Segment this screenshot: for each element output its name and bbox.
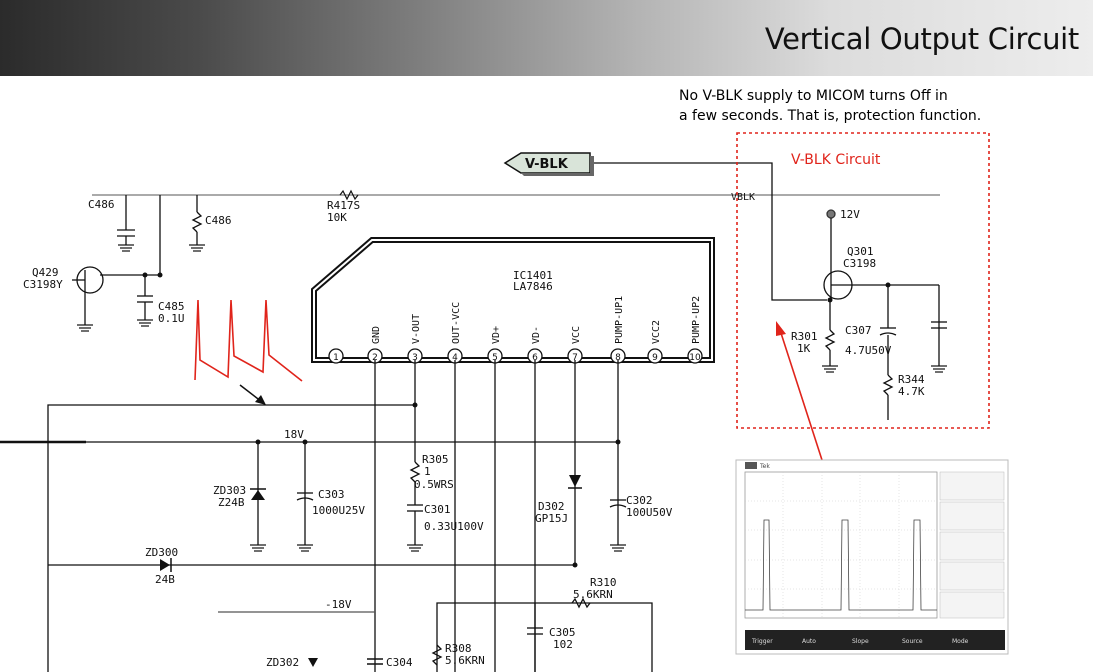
ic-pin-1: [328, 348, 344, 364]
ic-pin-name-4: OUT-VCC: [451, 302, 462, 344]
label-r417-value: 10K: [327, 211, 347, 224]
scope-footer-cell: Mode: [952, 638, 969, 645]
ic-body: IC1401 LA7846: [311, 237, 715, 363]
ic-pin-number-7: 7: [572, 353, 578, 363]
ic-ref: IC1401: [513, 269, 553, 282]
ic-pin-number-9: 9: [652, 353, 658, 363]
label-c302-value: 100U50V: [626, 506, 673, 519]
label-d302-value: GP15J: [535, 512, 568, 525]
label-c303-value: 1000U25V: [312, 504, 365, 517]
ic-pin-number-5: 5: [492, 353, 498, 363]
label-zd300: ZD300: [145, 546, 178, 559]
d302-diode: [569, 475, 581, 487]
ic-pin-number-1: 1: [333, 353, 339, 363]
label-q429: Q429: [32, 266, 59, 279]
scope-footer-cell: Auto: [802, 638, 816, 645]
label-r305-value-1: 1: [424, 465, 431, 478]
label-c486a: C486: [88, 198, 115, 211]
label-zd302: ZD302: [266, 656, 299, 669]
label-q301: Q301: [847, 245, 874, 258]
ic-pins: 1 2 GND 3 V-OUT 4 OUT-VCC 5 VD+ 6 VD- 7 VCC 8 PUMP-UP1…: [328, 296, 703, 364]
ic-pin-number-3: 3: [412, 353, 418, 363]
scope-footer-cell: Slope: [852, 638, 869, 645]
label-c303: C303: [318, 488, 345, 501]
ic-pin-name-8: PUMP-UP1: [614, 296, 625, 344]
ic-pin-number-8: 8: [615, 353, 621, 363]
ic-pin-name-2: GND: [371, 326, 382, 344]
label-c307-value: 4.7U50V: [845, 344, 892, 357]
vblk-net-label: VBLK: [731, 192, 755, 203]
note-line-1: No V-BLK supply to MICOM turns Off in: [679, 88, 948, 104]
title-banner: Vertical Output Circuit: [0, 0, 1093, 76]
vertical-pulse-waveform: [194, 299, 303, 382]
label-neg-18v: -18V: [325, 598, 352, 611]
scope-footer: [745, 630, 1005, 650]
ic-pin-name-6: VD-: [531, 326, 542, 344]
label-c485-value: 0.1U: [158, 312, 185, 325]
label-zd303-value: Z24B: [218, 496, 245, 509]
label-r305-value-2: 0.5WRS: [414, 478, 454, 491]
zd300-diode: [160, 559, 170, 571]
scope-footer-cell: Source: [902, 638, 923, 645]
label-d302: D302: [538, 500, 565, 513]
scope-header: Tek: [759, 463, 770, 470]
ground-symbols: [77, 244, 947, 552]
vblk-circuit-box: [736, 132, 990, 429]
ic-pin-number-10: 10: [689, 353, 701, 363]
label-c301-value: 0.33U100V: [424, 520, 484, 533]
red-pointer-arrow: [779, 329, 823, 461]
label-r301: R301: [791, 330, 818, 343]
label-c307: C307: [845, 324, 872, 337]
label-zd300-value: 24B: [155, 573, 175, 586]
zd303-diode: [251, 490, 265, 500]
label-12v: 12V: [840, 208, 860, 221]
label-c305-value: 102: [553, 638, 573, 651]
ic-pin-name-10: PUMP-UP2: [691, 296, 702, 344]
scope-footer-cell: Trigger: [751, 638, 773, 645]
vblk-feed-wire: [590, 162, 827, 301]
ic-pin-10: [687, 348, 703, 364]
label-zd303: ZD303: [213, 484, 246, 497]
vblk-tag-label: V-BLK: [525, 157, 569, 172]
label-r344: R344: [898, 373, 925, 386]
label-18v: 18V: [284, 428, 304, 441]
component-labels: C486 C486 R417S 10K Q429 C3198Y C485 0.1…: [23, 198, 925, 669]
zd302-diode: [308, 658, 318, 667]
ic-pin-name-5: VD+: [491, 326, 502, 344]
label-q429-value: C3198Y: [23, 278, 63, 291]
label-r308: R308: [445, 642, 472, 655]
label-c485: C485: [158, 300, 185, 313]
label-c305: C305: [549, 626, 576, 639]
label-r344-value: 4.7K: [898, 385, 925, 398]
vblk-tag: V-BLK: [503, 152, 594, 176]
vblk-circuit-label: V-BLK Circuit: [791, 152, 881, 168]
label-r310: R310: [590, 576, 617, 589]
oscilloscope-capture: Tek Trigger Auto Slope Source Mode: [735, 459, 1009, 655]
ic-pin-name-9: VCC2: [651, 320, 662, 344]
label-r310-value: 5.6KRN: [573, 588, 613, 601]
protection-note: No V-BLK supply to MICOM turns Off in a …: [679, 86, 981, 126]
label-r301-value: 1K: [797, 342, 811, 355]
ic-pin-number-4: 4: [452, 353, 458, 363]
q301-circuit: [823, 209, 947, 420]
label-c304: C304: [386, 656, 413, 669]
ic-part: LA7846: [513, 280, 553, 293]
label-c301: C301: [424, 503, 451, 516]
ic-pin-9: [647, 348, 663, 364]
label-r305: R305: [422, 453, 449, 466]
label-c302: C302: [626, 494, 653, 507]
label-c486b: C486: [205, 214, 232, 227]
ic-pin-name-3: V-OUT: [411, 314, 422, 344]
page-title: Vertical Output Circuit: [764, 22, 1079, 56]
ic-pin-number-2: 2: [372, 353, 378, 363]
note-line-2: a few seconds. That is, protection funct…: [679, 108, 982, 124]
ic-pin-number-6: 6: [532, 353, 538, 363]
label-r308-value: 5.6KRN: [445, 654, 485, 667]
ic-pin-name-7: VCC: [571, 326, 582, 344]
label-q301-value: C3198: [843, 257, 876, 270]
label-r417: R417S: [327, 199, 360, 212]
